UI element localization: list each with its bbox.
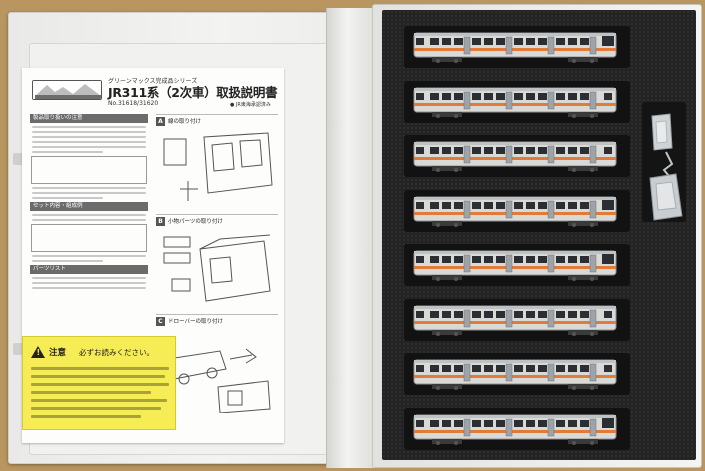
step-b: B 小物パーツの取り付け — [156, 214, 278, 314]
product-number: No.31618/31620 — [108, 100, 159, 107]
step-c-title: ドローバーの取り付け — [168, 319, 223, 325]
step-b-badge: B — [156, 217, 165, 226]
train-car — [412, 30, 618, 64]
section-parts-list: パーツリスト — [30, 265, 148, 274]
train-car — [412, 357, 618, 391]
warning-box: ! 注意 必ずお読みください。 — [22, 336, 176, 430]
warning-icon: ! — [31, 346, 45, 358]
step-c-drawing — [167, 348, 271, 413]
lid-tab-top — [13, 153, 23, 165]
step-a: A 線の取り付け — [156, 114, 278, 214]
parts-bag — [646, 112, 686, 222]
lid-tab-bottom — [13, 343, 23, 355]
section-handling: 製品取り扱いの注意 — [30, 114, 148, 123]
train-car — [412, 303, 618, 337]
sheet-header: グリーンマックス完成品シリーズ JR311系（2次車）取扱説明書 No.3161… — [30, 76, 278, 110]
train-car — [412, 85, 618, 119]
handling-diagram — [31, 156, 147, 184]
box-spine — [326, 8, 378, 468]
sheet-right-column: A 線の取り付け B 小物パーツの取り付け — [156, 114, 278, 434]
section-set-contents: セット内容・組成例 — [30, 202, 148, 211]
train-car — [412, 194, 618, 228]
step-b-drawing — [163, 234, 271, 302]
step-a-badge: A — [156, 117, 165, 126]
step-c-badge: C — [156, 317, 165, 326]
step-c: C ドローバーの取り付け — [156, 314, 278, 414]
greenmax-logo — [32, 80, 102, 100]
series-label: グリーンマックス完成品シリーズ — [108, 78, 198, 85]
step-a-title: 線の取り付け — [168, 119, 202, 125]
train-car — [412, 412, 618, 446]
step-a-drawing — [163, 132, 273, 201]
warning-subtitle: 必ずお読みください。 — [79, 348, 154, 357]
formation-diagram — [31, 224, 147, 252]
step-b-title: 小物パーツの取り付け — [168, 219, 223, 225]
approval-note: ● JR東海承認済み — [230, 102, 271, 108]
sheet-left-column: 製品取り扱いの注意 セット内容・組成例 パーツリスト — [30, 114, 148, 394]
train-car — [412, 248, 618, 282]
train-car — [412, 139, 618, 173]
sheet-title: JR311系（2次車）取扱説明書 — [108, 85, 278, 100]
warning-title: 注意 — [49, 348, 67, 358]
